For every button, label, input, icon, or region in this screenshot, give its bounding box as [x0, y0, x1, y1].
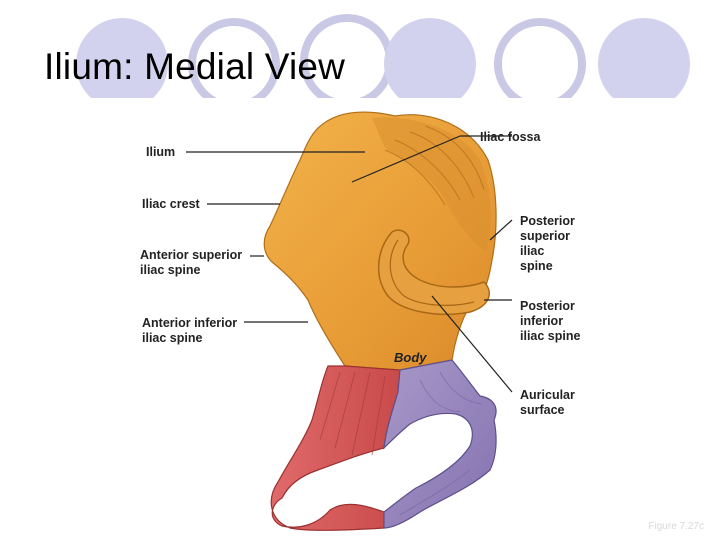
label-posterior-superior-iliac-spine: Posterior superior iliac spine	[520, 214, 575, 274]
label-anterior-inferior-iliac-spine: Anterior inferior iliac spine	[142, 316, 237, 346]
label-posterior-inferior-iliac-spine: Posterior inferior iliac spine	[520, 299, 580, 344]
pubis-region	[384, 360, 496, 528]
label-iliac-crest: Iliac crest	[142, 197, 200, 212]
ischium-region	[271, 366, 400, 530]
label-anterior-superior-iliac-spine: Anterior superior iliac spine	[140, 248, 242, 278]
label-ilium: Ilium	[146, 145, 175, 160]
label-auricular-surface: Auricular surface	[520, 388, 575, 418]
figure-caption: Figure 7.27c	[648, 521, 704, 532]
label-body: Body	[394, 350, 427, 365]
label-iliac-fossa: Iliac fossa	[480, 130, 540, 145]
